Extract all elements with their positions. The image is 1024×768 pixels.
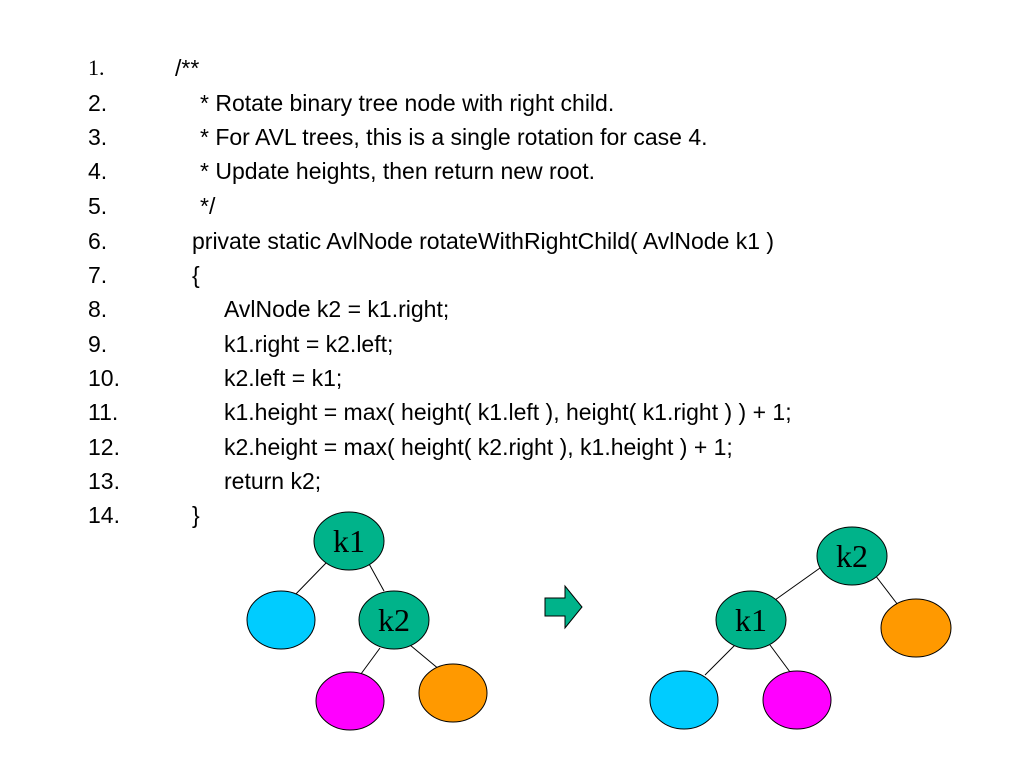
code-line-6: 6. private static AvlNode rotateWithRigh… (0, 224, 774, 258)
line-number: 1. (88, 55, 105, 80)
edge-k2-left (357, 647, 381, 679)
line-number: 7. (88, 262, 108, 288)
edge-k2-k1 (774, 567, 821, 601)
line-number: 10. (88, 365, 120, 391)
code-line-13: 13. return k2; (0, 464, 321, 498)
line-number: 5. (88, 193, 108, 219)
after-left-right-subtree (762, 670, 832, 730)
code-line-1: 1. /** (0, 51, 199, 85)
code-line-3: 3. * For AVL trees, this is a single rot… (0, 120, 708, 154)
before-left-subtree (246, 590, 316, 650)
line-text: k2.height = max( height( k2.right ), k1.… (224, 434, 733, 460)
line-text: AvlNode k2 = k1.right; (224, 296, 450, 322)
code-line-7: 7. { (0, 258, 200, 292)
before-root-label: k1 (333, 523, 365, 559)
line-number: 3. (88, 124, 108, 150)
line-number: 8. (88, 296, 108, 322)
line-number: 9. (88, 331, 108, 357)
line-text: return k2; (224, 468, 322, 494)
edge-k2-right (409, 644, 441, 671)
code-line-10: 10. k2.left = k1; (0, 361, 342, 395)
code-line-11: 11. k1.height = max( height( k1.left ), … (0, 395, 792, 429)
right-arrow-icon (544, 584, 583, 630)
edge-k1-left (291, 561, 328, 599)
code-line-2: 2. * Rotate binary tree node with right … (0, 86, 614, 120)
edge-k1-left-after (704, 644, 736, 676)
line-number: 4. (88, 158, 108, 184)
line-text: { (192, 262, 200, 288)
code-line-12: 12. k2.height = max( height( k2.right ),… (0, 430, 733, 464)
line-number: 12. (88, 434, 120, 460)
line-number: 6. (88, 228, 108, 254)
line-text: k1.right = k2.left; (224, 331, 394, 357)
after-right-subtree (880, 598, 952, 658)
edge-k1-right-after (769, 644, 791, 673)
edge-k2-right-after (874, 574, 899, 606)
line-number: 11. (88, 399, 119, 425)
after-left-left-subtree (649, 670, 719, 730)
before-far-right-subtree (418, 663, 488, 723)
line-text: k2.left = k1; (224, 365, 343, 391)
before-right-child-label: k2 (378, 602, 410, 638)
line-number: 13. (88, 468, 120, 494)
line-text: */ (200, 193, 216, 219)
line-text: } (192, 502, 200, 528)
line-number: 2. (88, 90, 108, 116)
line-text: * Update heights, then return new root. (200, 158, 596, 184)
after-root-label: k2 (836, 538, 868, 574)
before-root-node (313, 511, 385, 571)
line-text: k1.height = max( height( k1.left ), heig… (224, 399, 792, 425)
before-right-child-node (358, 590, 430, 650)
line-text: * Rotate binary tree node with right chi… (200, 90, 615, 116)
line-text: /** (175, 55, 200, 81)
line-text: private static AvlNode rotateWithRightCh… (192, 228, 775, 254)
before-middle-subtree (315, 671, 385, 731)
line-text: * For AVL trees, this is a single rotati… (200, 124, 708, 150)
code-line-4: 4. * Update heights, then return new roo… (0, 154, 595, 188)
code-line-5: 5. */ (0, 189, 215, 223)
after-left-child-node (715, 590, 787, 650)
after-root-node (816, 526, 888, 586)
code-line-9: 9. k1.right = k2.left; (0, 327, 393, 361)
code-line-8: 8. AvlNode k2 = k1.right; (0, 292, 449, 326)
after-left-child-label: k1 (735, 602, 767, 638)
edge-k1-k2 (367, 561, 385, 592)
line-number: 14. (88, 502, 120, 528)
code-line-14: 14. } (0, 498, 200, 532)
